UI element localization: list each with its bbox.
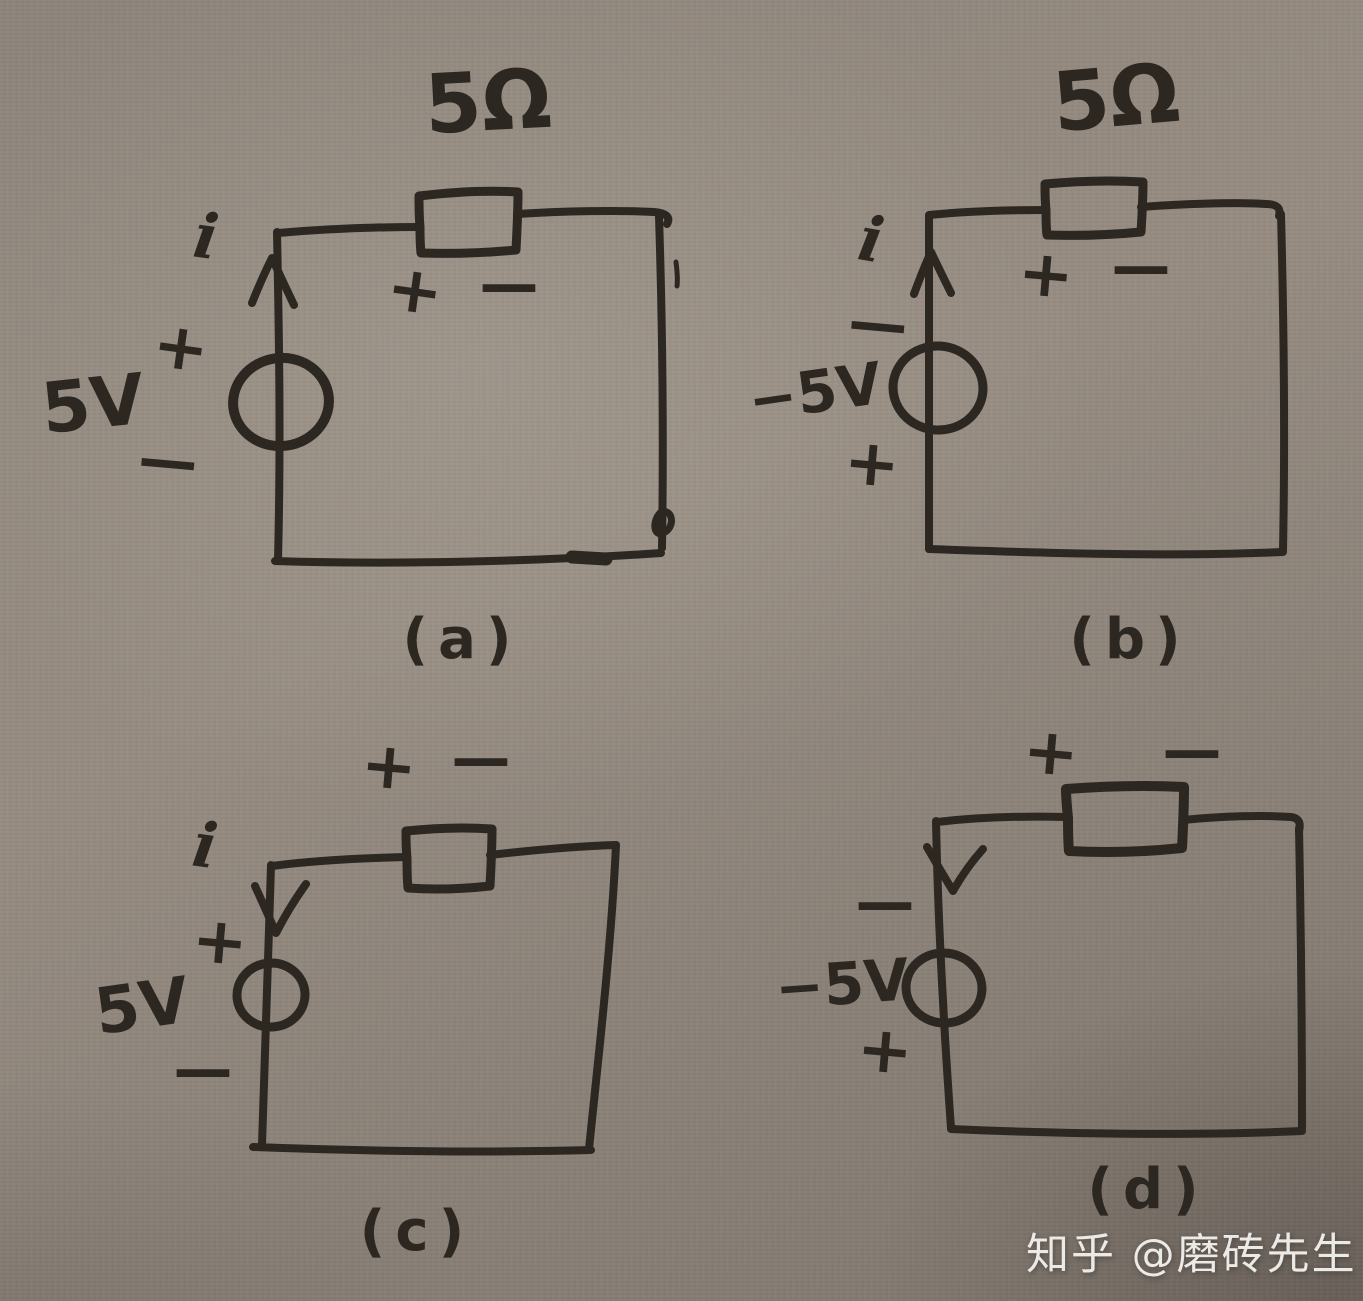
caption-b: (b): [1069, 607, 1191, 672]
source-bottom-sign-b: +: [840, 423, 904, 503]
resistor-body-d: [1061, 780, 1189, 857]
resistor-minus-b: −: [1105, 228, 1177, 308]
wire-top-right-d: [1179, 812, 1304, 835]
resistor-plus-b: +: [1014, 234, 1078, 314]
resistor-minus-a: −: [473, 246, 545, 326]
wire-left-c: [258, 861, 275, 1149]
voltage-source-circle-d: [901, 948, 987, 1028]
source-bottom-sign-c: −: [167, 1031, 239, 1111]
wire-right-c: [585, 841, 620, 1153]
source-top-sign-a: +: [148, 306, 214, 388]
current-arrow-up-b: [910, 248, 955, 298]
source-top-sign-d: −: [849, 864, 921, 944]
resistor-body-b: [1040, 176, 1148, 240]
current-arrow-down-d: [923, 843, 987, 895]
circuit-d-wiring: [901, 780, 1306, 1138]
wire-right-a: [655, 212, 667, 552]
source-value-a: 5V: [37, 357, 149, 451]
wire-right-b: [1277, 210, 1289, 554]
circuit-b-wiring: [888, 176, 1289, 559]
resistor-minus-c: −: [445, 720, 517, 800]
stray-mark: [673, 259, 680, 289]
wire-top-left-c: [268, 853, 410, 870]
caption-a: (a): [402, 607, 522, 672]
wire-right-d: [1295, 824, 1306, 1132]
wire-top-left-d: [933, 812, 1071, 826]
ink-blob-a: [565, 550, 613, 566]
caption-c: (c): [359, 1199, 475, 1264]
voltage-source-circle-a: [228, 352, 334, 452]
wire-bottom-c: [249, 1143, 595, 1156]
wire-bottom-b: [925, 545, 1287, 559]
caption-d: (d): [1087, 1157, 1209, 1222]
source-bottom-sign-d: +: [853, 1010, 917, 1090]
wire-top-right-c: [486, 841, 620, 859]
zhihu-watermark: 知乎 @磨砖先生: [1026, 1230, 1357, 1280]
source-bottom-sign-a: −: [129, 419, 207, 505]
wire-bottom-d: [947, 1125, 1306, 1138]
ink-loop-a: [651, 508, 675, 538]
wire-top-left-a: [274, 223, 424, 237]
resistor-plus-d: +: [1019, 712, 1083, 792]
circuit-a-wiring: [228, 186, 675, 567]
source-value-d: −5V: [772, 945, 912, 1023]
current-arrow-up-a: [248, 254, 298, 309]
resistor-plus-c: +: [357, 726, 421, 806]
source-top-sign-c: +: [188, 901, 252, 981]
wire-top-left-b: [925, 206, 1050, 219]
voltage-source-circle-c: [232, 958, 310, 1032]
circuit-c-wiring: [232, 823, 620, 1156]
source-top-sign-b: −: [839, 282, 917, 368]
resistor-minus-d: −: [1156, 712, 1228, 792]
voltage-source-circle-b: [888, 341, 988, 435]
resistor-value-b: 5Ω: [1048, 45, 1184, 152]
resistor-body-c: [401, 823, 497, 894]
current-arrow-down-c: [251, 880, 310, 937]
source-value-b: −5V: [743, 349, 887, 435]
wire-bottom-a: [271, 549, 665, 567]
wire-top-right-b: [1137, 199, 1284, 220]
resistor-plus-a: +: [382, 249, 448, 331]
resistor-body-a: [414, 186, 523, 258]
wire-top-right-a: [513, 206, 673, 228]
resistor-value-a: 5Ω: [422, 51, 554, 154]
